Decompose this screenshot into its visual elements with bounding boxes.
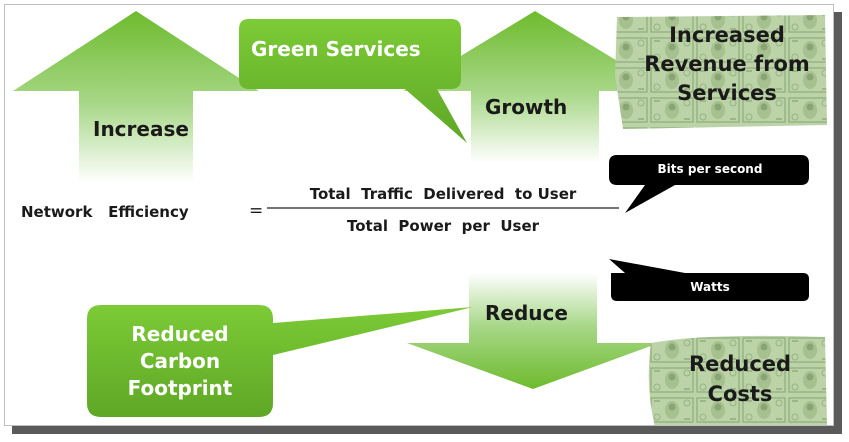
increased-revenue-line-2: Revenue from [644, 52, 810, 76]
reduce-label: Reduce [485, 301, 568, 325]
increase-arrow [13, 11, 259, 183]
increase-label: Increase [93, 117, 189, 141]
denominator-label: Total Power per User [346, 217, 540, 235]
money-revenue-image [615, 15, 827, 129]
reduced-carbon-label: Reduced Carbon Footprint [87, 321, 273, 402]
bits-per-second-callout [609, 155, 809, 213]
equals-sign: = [249, 201, 264, 221]
watts-callout [609, 259, 809, 301]
reduced-carbon-line-1: Reduced [131, 322, 229, 346]
reduced-costs-line-1: Reduced [688, 352, 792, 376]
growth-arrow [403, 11, 667, 163]
reduce-arrow [407, 273, 659, 389]
green-services-label: Green Services [251, 37, 421, 61]
network-efficiency-label: Network Efficiency [21, 203, 189, 221]
increased-revenue-line-1: Increased [669, 23, 785, 47]
increased-revenue-label: Increased Revenue from Services [627, 21, 827, 108]
reduced-costs-label: Reduced Costs [655, 349, 825, 409]
green-services-bubble [239, 19, 467, 143]
reduced-carbon-line-3: Footprint [127, 376, 233, 400]
bits-per-second-label: Bits per second [657, 162, 763, 176]
reduced-carbon-bubble [87, 305, 473, 417]
growth-label: Growth [485, 95, 568, 119]
diagram-canvas [13, 11, 827, 425]
money-costs-image [648, 335, 827, 425]
reduced-carbon-line-2: Carbon [139, 349, 221, 373]
watts-label: Watts [690, 280, 730, 294]
slide: Increase Green Services Growth Increased… [4, 4, 834, 426]
reduced-costs-line-2: Costs [707, 382, 773, 406]
increased-revenue-line-3: Services [677, 81, 777, 105]
numerator-label: Total Traffic Delivered to User [309, 185, 577, 203]
